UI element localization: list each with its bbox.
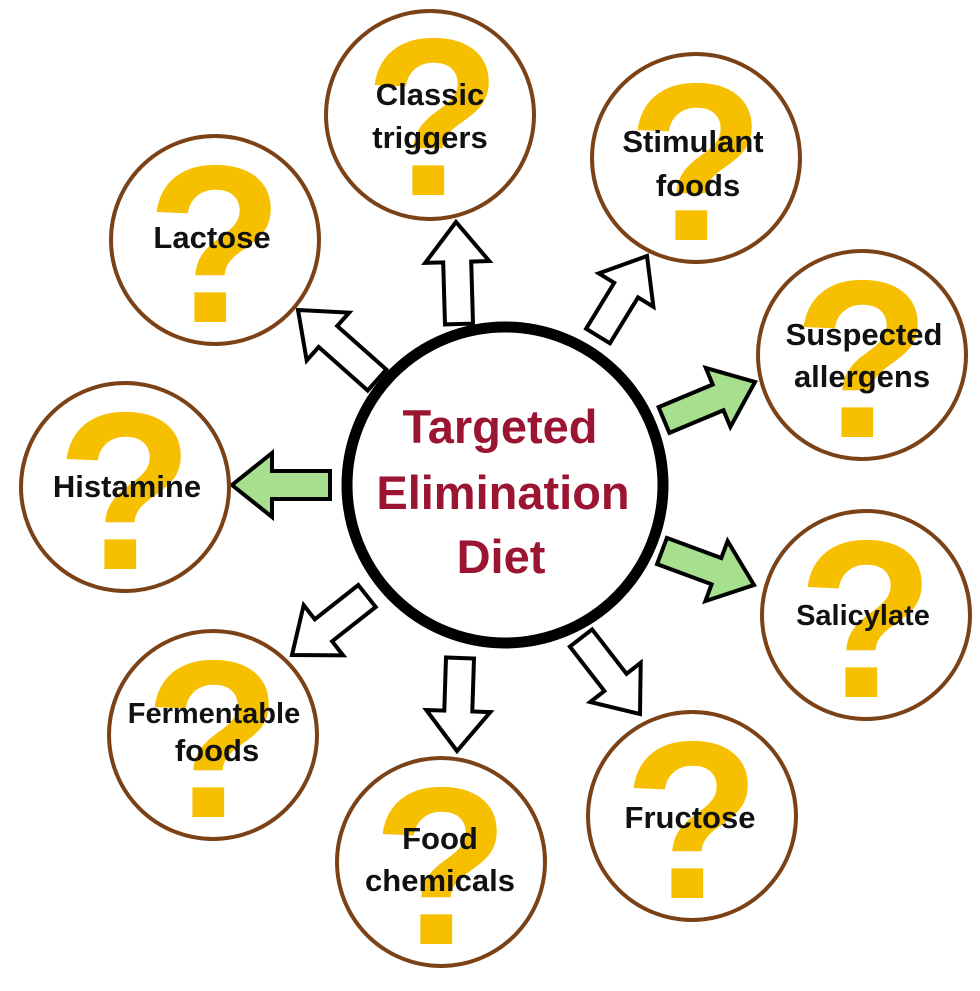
- node-label-salicylate-1: Salicylate: [796, 600, 930, 632]
- node-circle-histamine: [19, 381, 231, 593]
- node-histamine: ?Histamine: [19, 365, 231, 617]
- node-label-stimulant-foods-1: Stimulant: [622, 124, 763, 159]
- highlighted-arrow-histamine: [228, 448, 332, 522]
- node-circle-salicylate: [760, 509, 972, 721]
- arrow-fermentable-foods: [289, 582, 379, 658]
- node-label-suspected-allergens-1: Suspected: [786, 317, 943, 352]
- node-food-chemicals: ?Food chemicals: [335, 740, 547, 991]
- node-suspected-allergens: ?Suspected allergens: [756, 233, 968, 485]
- arrow-stimulant-foods: [583, 253, 656, 347]
- node-circle-suspected-allergens: [756, 249, 968, 461]
- center-title-line-1: Targeted: [403, 400, 598, 453]
- question-mark-icon: ?: [627, 36, 764, 288]
- node-fructose: ?Fructose: [586, 694, 798, 946]
- center-circle: [341, 321, 669, 649]
- node-salicylate: ?Salicylate: [760, 493, 972, 745]
- question-mark-icon: ?: [144, 613, 281, 865]
- node-circle-fermentable-foods: [107, 629, 319, 841]
- node-lactose: ?Lactose: [109, 118, 321, 370]
- node-circle-food-chemicals: [335, 756, 547, 968]
- node-label-suspected-allergens-2: allergens: [794, 359, 930, 394]
- question-mark-icon: ?: [146, 118, 283, 370]
- node-label-fructose-1: Fructose: [625, 800, 756, 835]
- node-label-classic-triggers-1: Classic: [376, 77, 485, 112]
- node-classic-triggers: ?Classic triggers: [324, 0, 536, 243]
- node-circle-stimulant-foods: [590, 52, 802, 264]
- arrow-classic-triggers: [421, 218, 494, 327]
- question-mark-icon: ?: [364, 0, 501, 243]
- node-label-lactose-1: Lactose: [153, 220, 270, 255]
- center-title-line-2: Elimination: [376, 466, 629, 519]
- arrow-fructose: [567, 626, 643, 717]
- node-label-food-chemicals-2: chemicals: [365, 863, 515, 898]
- node-label-food-chemicals-1: Food: [402, 821, 478, 856]
- arrows-layer: [228, 218, 758, 755]
- highlighted-arrow-salicylate: [654, 535, 758, 605]
- node-label-fermentable-foods-2: foods: [175, 733, 259, 768]
- nodes-layer: ?Classictriggers?Stimulantfoods?Suspecte…: [19, 0, 972, 991]
- node-label-histamine-1: Histamine: [53, 469, 201, 504]
- question-mark-icon: ?: [56, 365, 193, 617]
- arrow-food-chemicals: [422, 655, 495, 755]
- arrow-lactose: [295, 307, 390, 394]
- node-label-classic-triggers-2: triggers: [372, 120, 487, 155]
- center-title-line-3: Diet: [457, 530, 546, 583]
- node-circle-lactose: [109, 134, 321, 346]
- node-stimulant-foods: ?Stimulant foods: [590, 36, 802, 288]
- center-node: Targeted Elimination Diet: [341, 321, 669, 649]
- question-mark-icon: ?: [623, 694, 760, 946]
- question-mark-icon: ?: [793, 233, 930, 485]
- question-mark-icon: ?: [372, 740, 509, 991]
- node-circle-fructose: [586, 710, 798, 922]
- node-label-stimulant-foods-2: foods: [656, 168, 740, 203]
- question-mark-icon: ?: [797, 493, 934, 745]
- node-circle-classic-triggers: [324, 9, 536, 221]
- highlighted-arrow-suspected-allergens: [655, 364, 758, 436]
- node-label-fermentable-foods-1: Fermentable: [128, 698, 300, 730]
